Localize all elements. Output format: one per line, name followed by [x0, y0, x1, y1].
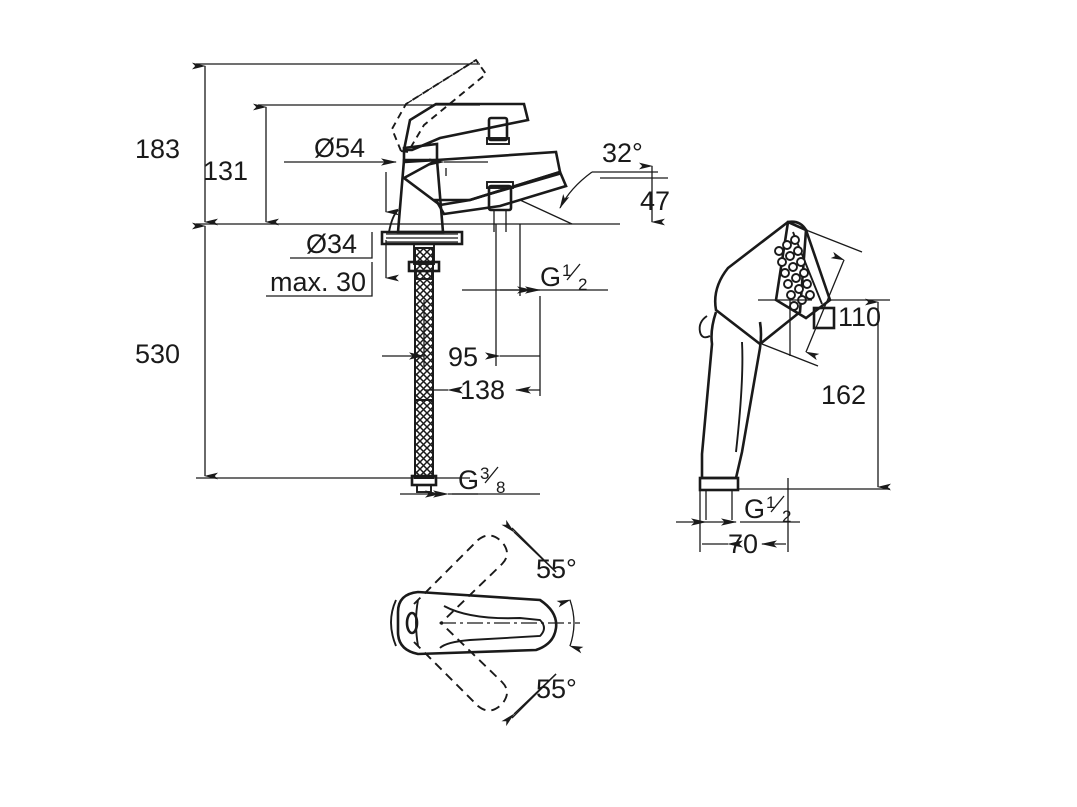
lever-top-inner-contour [439, 605, 545, 649]
dim-label-70: 70 [728, 529, 758, 559]
lever-open-crease [405, 59, 477, 105]
square-symbol-icon [812, 306, 836, 330]
dim-label-110: 110 [838, 302, 881, 332]
shower-grip-notch [698, 315, 711, 339]
spout-edge-line [469, 173, 561, 201]
dim-label-183: 183 [135, 134, 180, 164]
diverter-outlet-stem [493, 210, 507, 232]
hose-end-nut [416, 484, 432, 493]
shower-handle-inner-line [735, 341, 744, 453]
leader-32deg-curve [559, 171, 593, 209]
dim-label-g38-num: 3 [480, 464, 489, 483]
dim-label-g38-den: 8 [496, 478, 505, 497]
leader-max30-step [266, 262, 373, 297]
dim-label-shower-g12-den: 2 [782, 507, 791, 526]
dim-label-131: 131 [203, 156, 248, 186]
dim-label-d54: Ø54 [314, 133, 365, 163]
dim-label-162: 162 [821, 380, 866, 410]
dim-label-47: 47 [640, 186, 670, 216]
angle-leader-upper-ext [511, 527, 557, 573]
dim-label-g12-den: 2 [578, 275, 587, 294]
flexible-hose-lower [414, 399, 434, 479]
frac-slash-g38 [484, 466, 499, 484]
lever-rotated-up-dashed [413, 534, 508, 625]
lever-handle-open-dashed [390, 58, 488, 154]
dim-label-max30: max. 30 [270, 267, 366, 297]
dimline-110-diagonal [805, 251, 845, 361]
dim-label-g12-num: 1 [562, 261, 571, 280]
dim-label-g38-letter: G [458, 465, 479, 495]
top-view-swivel: 55° 55° [390, 519, 584, 727]
angle-arc-lower [569, 622, 584, 654]
leader-32deg-ref [519, 199, 573, 225]
lever-rotated-down-dashed [413, 621, 508, 712]
frac-slash-g12 [566, 263, 581, 281]
dim-label-shower-g12-letter: G [744, 494, 765, 524]
dim-label-55-lower: 55° [536, 674, 577, 704]
deck-plate-hatch [386, 233, 458, 243]
dim-label-shower-g12-num: 1 [766, 493, 775, 512]
threaded-shank [413, 243, 435, 265]
body-cap [402, 142, 439, 164]
dim-label-138: 138 [460, 375, 505, 405]
dim-label-32deg: 32° [602, 138, 643, 168]
shower-hose-stem [705, 490, 733, 520]
hand-shower-dimensions: 110 162 G 1 2 70 [676, 229, 891, 559]
angle-arc-upper [556, 599, 575, 624]
diverter-knob-upper [487, 116, 509, 142]
lever-handle-crease [409, 103, 437, 121]
witness-110-top [805, 229, 863, 253]
front-elevation-dimensions: 183 131 530 Ø54 Ø34 max. 30 32° 47 [135, 62, 670, 498]
lever-top-outline [396, 590, 558, 656]
dim-label-95: 95 [448, 342, 478, 372]
lever-top-indicator-slot [405, 611, 419, 635]
shower-hose-collar [698, 476, 740, 492]
lever-top-cap-edge [390, 599, 397, 647]
dim-label-530: 530 [135, 339, 180, 369]
diverter-knob-base [486, 137, 510, 145]
fixing-washer [415, 270, 433, 280]
diverter-outlet-collar [486, 181, 514, 189]
frac-slash-shower-g12 [770, 495, 785, 513]
angle-leader-lower-ext [511, 673, 557, 719]
leader-d34-step [290, 232, 373, 259]
dim-label-d34: Ø34 [306, 229, 357, 259]
dim-label-g12-letter: G [540, 262, 561, 292]
dim-label-55-upper: 55° [536, 554, 577, 584]
diverter-outlet-body [487, 184, 513, 212]
